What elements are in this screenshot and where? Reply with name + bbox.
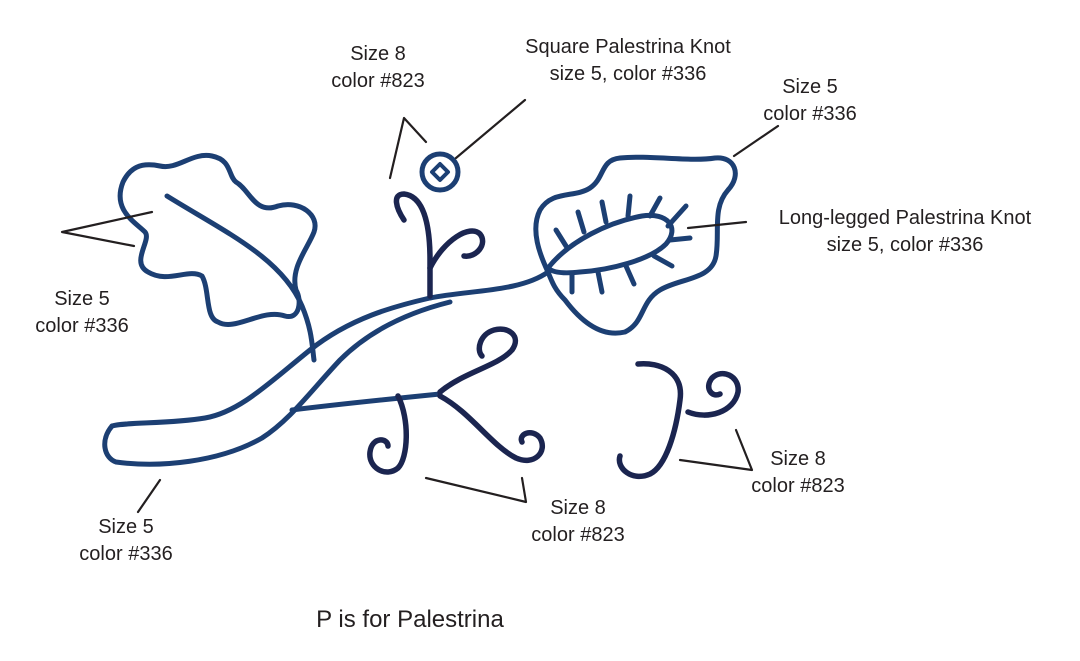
label-stem-bottom: Size 5 color #336 <box>66 514 186 568</box>
square-knot-circle <box>419 151 461 193</box>
label-square-knot-line2: size 5, color #336 <box>549 63 707 85</box>
leader-left-leaf <box>60 210 154 248</box>
left-leaf-midrib <box>164 193 317 363</box>
figure-caption: P is for Palestrina <box>316 606 504 633</box>
label-top-right: Size 5 color #336 <box>750 74 870 128</box>
top-sprig-right-curl <box>427 228 486 271</box>
bottom-right-hook <box>616 361 684 479</box>
long-legged-knot-legs <box>553 193 693 295</box>
label-square-knot-line1: Square Palestrina Knot <box>525 36 731 58</box>
label-top-left: Size 8 color #823 <box>318 41 438 95</box>
main-stem-side-branch <box>289 391 443 413</box>
bottom-center-curl-left <box>367 393 409 475</box>
label-top-right-line2: color #336 <box>763 103 857 125</box>
label-top-right-line1: Size 5 <box>782 76 838 98</box>
label-top-left-line1: Size 8 <box>350 43 406 65</box>
bottom-center-curl-right <box>437 393 545 463</box>
label-stem-bottom-line1: Size 5 <box>98 516 154 538</box>
square-knot-center <box>430 162 450 182</box>
leader-stem-bottom <box>136 478 162 514</box>
label-bottom-center-line1: Size 8 <box>550 497 606 519</box>
label-square-knot: Square Palestrina Knot size 5, color #33… <box>500 34 756 88</box>
label-long-legged-line2: size 5, color #336 <box>826 234 984 256</box>
label-bottom-right: Size 8 color #823 <box>736 446 860 500</box>
leader-bottom-right <box>678 428 754 472</box>
leader-bottom-center <box>424 476 528 504</box>
label-top-left-line2: color #823 <box>331 70 425 92</box>
label-bottom-center-line2: color #823 <box>531 524 625 546</box>
label-bottom-right-line2: color #823 <box>751 475 845 497</box>
label-left-leaf: Size 5 color #336 <box>22 286 142 340</box>
label-left-leaf-line2: color #336 <box>35 315 129 337</box>
bottom-center-curl-top <box>437 326 519 395</box>
label-long-legged: Long-legged Palestrina Knot size 5, colo… <box>752 205 1058 259</box>
leader-square-knot <box>454 98 527 160</box>
main-stem-upper-line <box>109 269 551 429</box>
main-stem-lower-line <box>102 299 453 467</box>
label-bottom-center: Size 8 color #823 <box>516 495 640 549</box>
leader-long-legged <box>686 220 748 230</box>
right-leaf-outline <box>533 154 738 336</box>
label-long-legged-line1: Long-legged Palestrina Knot <box>778 207 1032 229</box>
label-left-leaf-line1: Size 5 <box>54 288 110 310</box>
bottom-right-spiral <box>685 370 741 418</box>
leader-top-right <box>732 124 780 158</box>
leader-top-left <box>388 116 428 180</box>
left-leaf-outline <box>117 152 318 327</box>
label-bottom-right-line1: Size 8 <box>770 448 826 470</box>
top-sprig-stalk <box>393 191 433 299</box>
label-stem-bottom-line2: color #336 <box>79 543 173 565</box>
